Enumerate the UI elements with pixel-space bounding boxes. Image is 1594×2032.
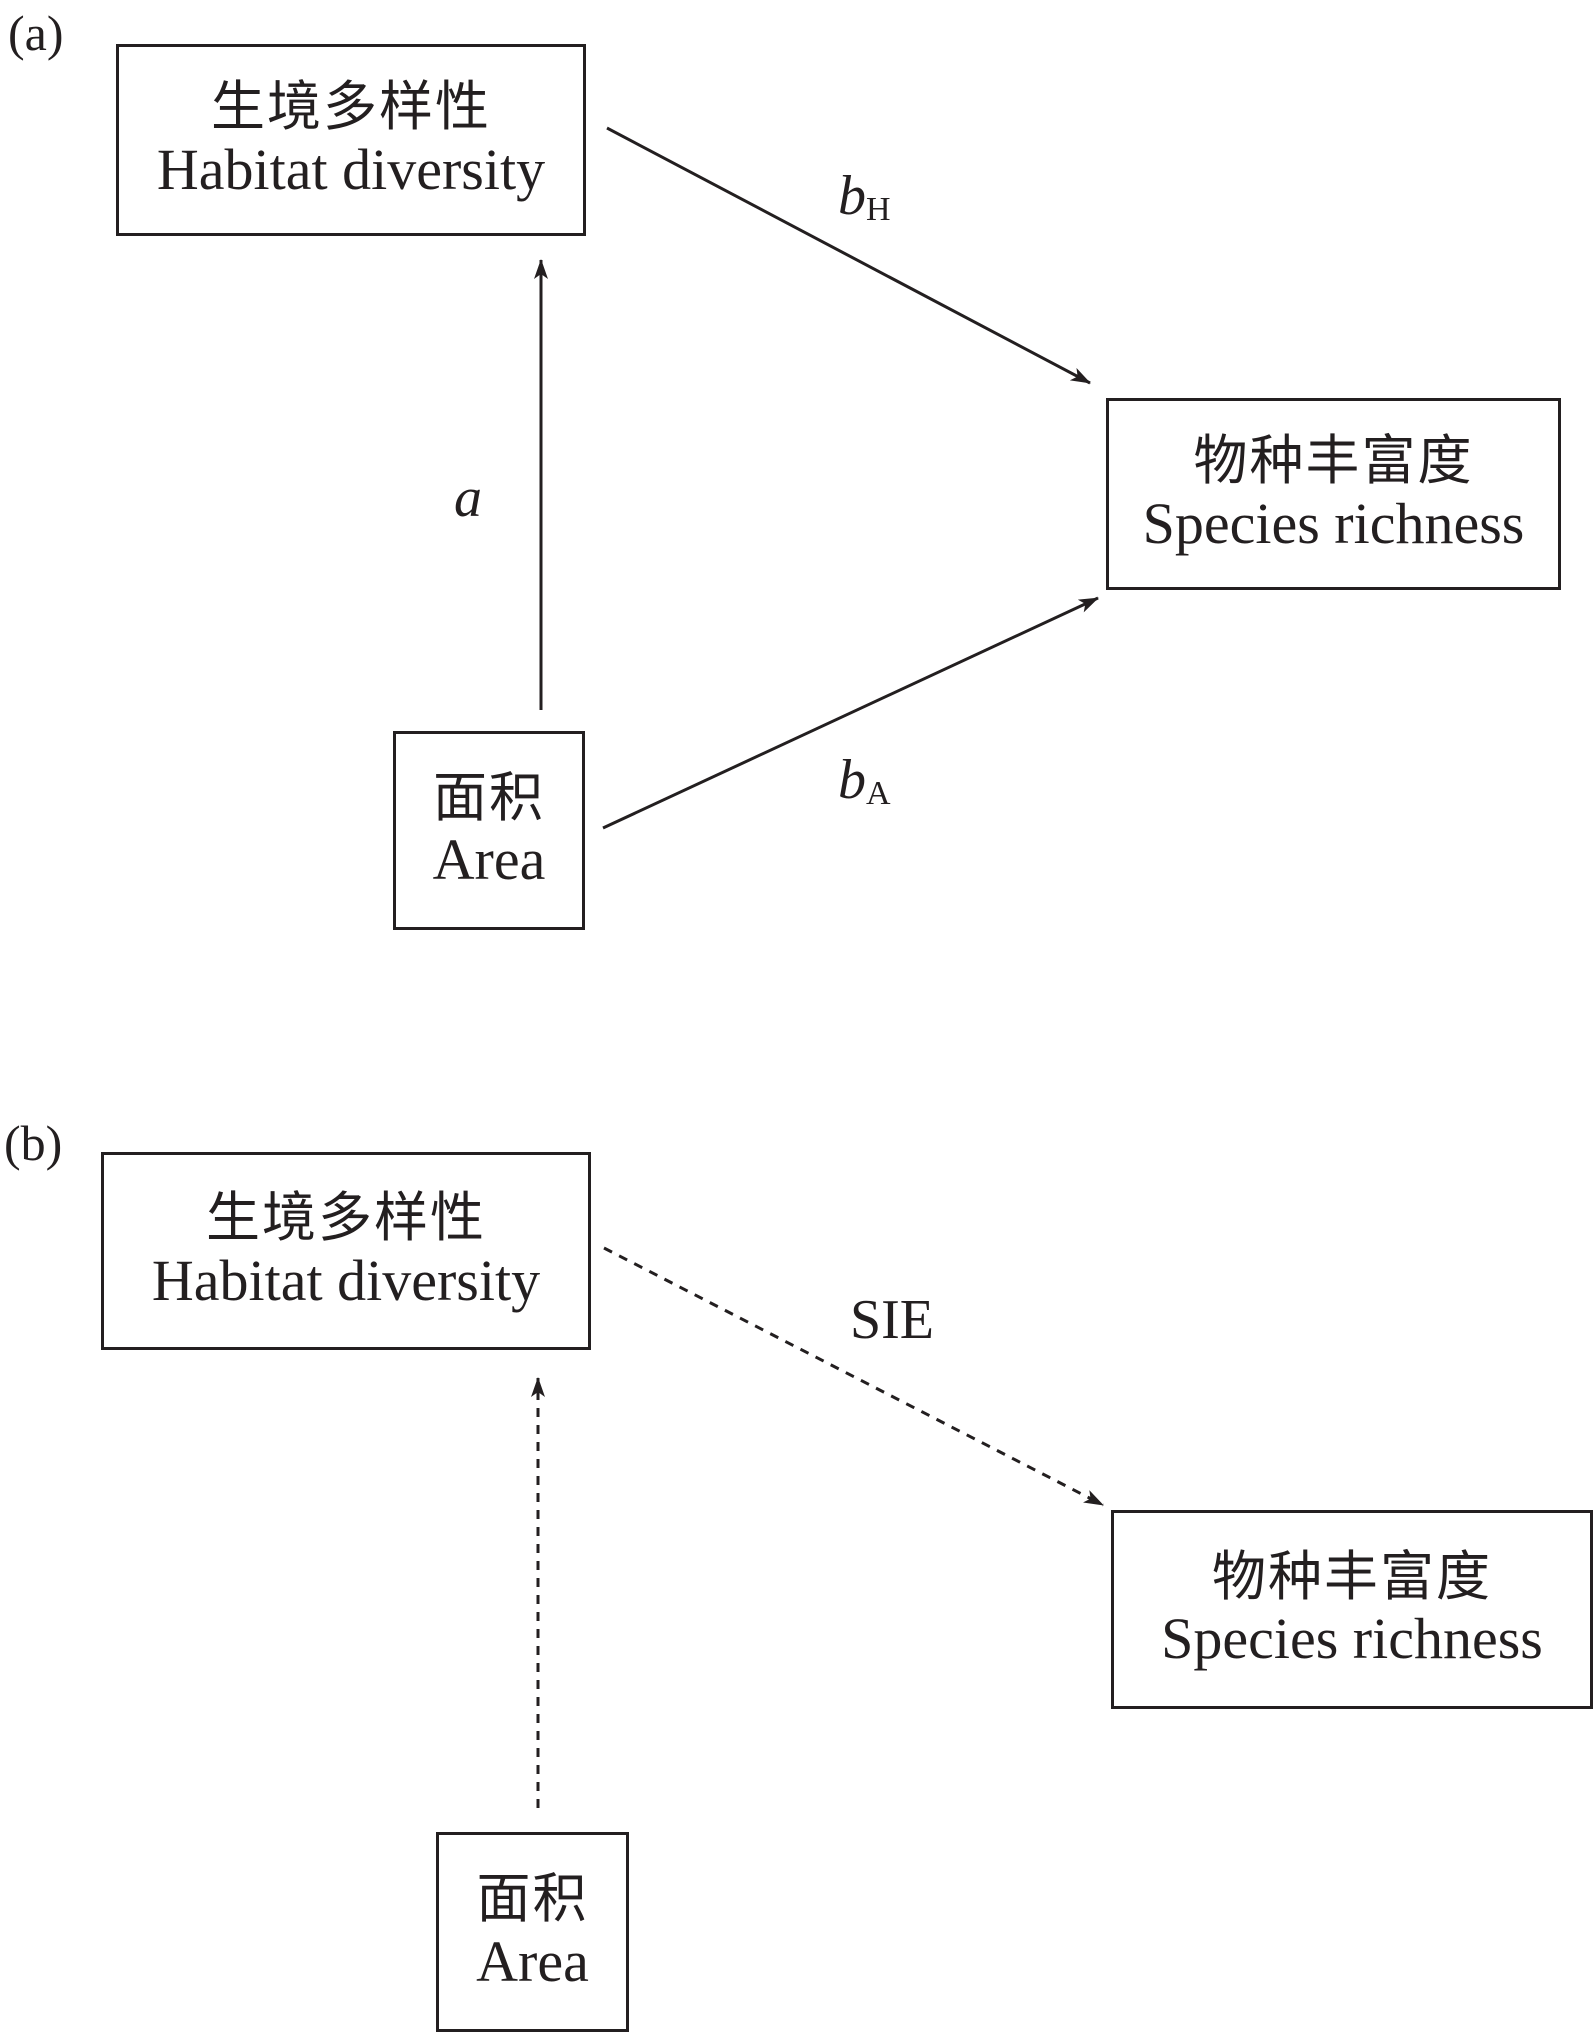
- node-area-a: 面积 Area: [393, 731, 585, 930]
- node-habitat-diversity-a: 生境多样性 Habitat diversity: [116, 44, 586, 236]
- node-label-zh: 物种丰富度: [1193, 429, 1474, 493]
- node-label-en: Habitat diversity: [151, 1247, 541, 1313]
- edge-label-ba: bA: [838, 752, 891, 811]
- panel-label-b: (b): [4, 1115, 63, 1171]
- edge-label-sie: SIE: [850, 1292, 934, 1348]
- node-label-en: Area: [476, 1928, 589, 1994]
- node-species-richness-a: 物种丰富度 Species richness: [1106, 398, 1561, 590]
- node-label-en: Habitat diversity: [156, 136, 546, 202]
- panel-label-a: (a): [8, 5, 64, 61]
- arrow-habitat-to-species-b: [603, 1246, 1104, 1507]
- node-species-richness-b: 物种丰富度 Species richness: [1111, 1510, 1593, 1709]
- node-label-zh: 生境多样性: [211, 75, 491, 139]
- edge-label-ba-main: b: [838, 749, 866, 811]
- node-label-en: Species richness: [1142, 490, 1525, 556]
- node-label-zh: 面积: [433, 765, 545, 829]
- edge-label-a: a: [454, 470, 482, 526]
- node-label-en: Species richness: [1161, 1606, 1543, 1672]
- node-area-b: 面积 Area: [436, 1832, 629, 2032]
- node-label-zh: 面积: [476, 1867, 589, 1931]
- node-label-zh: 生境多样性: [206, 1186, 486, 1250]
- node-label-zh: 物种丰富度: [1212, 1544, 1492, 1608]
- edge-label-bh-main: b: [838, 165, 866, 227]
- edge-label-a-text: a: [454, 467, 482, 529]
- edge-label-ba-sub: A: [866, 775, 891, 812]
- edge-label-bh-sub: H: [866, 191, 891, 228]
- arrow-area-to-species-a: [602, 596, 1099, 830]
- node-label-en: Area: [432, 827, 546, 893]
- node-habitat-diversity-b: 生境多样性 Habitat diversity: [101, 1152, 591, 1350]
- arrow-habitat-to-species-a: [606, 126, 1091, 385]
- edge-label-sie-text: SIE: [850, 1289, 934, 1351]
- edge-label-bh: bH: [838, 168, 891, 227]
